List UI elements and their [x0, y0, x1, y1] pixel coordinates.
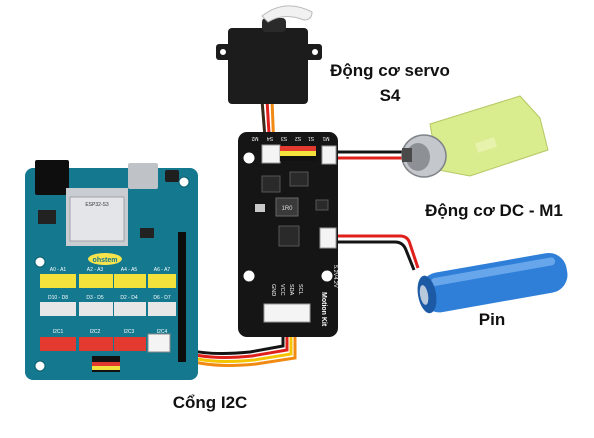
port-label-i2c2: I2C2: [90, 329, 101, 335]
port-label-d2: D2 - D4: [120, 295, 137, 301]
servo-header-labels: M2 S4 S3 S2 S1 M1: [251, 135, 329, 141]
bottom-pin-header-red: [92, 362, 120, 366]
esp32-shield: [69, 196, 125, 242]
board-side-text: Motion Kit: [320, 292, 327, 327]
pin-label-vcc: VCC: [279, 284, 285, 296]
controller-board: ESP32-S3 ohstem A0 - A1 A2 - A3 A4 - A5 …: [25, 160, 198, 380]
driver-mount-hole-1: [243, 152, 255, 164]
pin-label-scl: SCL: [297, 284, 303, 295]
analog-headers: A0 - A1 A2 - A3 A4 - A5 A6 - A7: [40, 267, 176, 288]
battery-terminal: [419, 285, 429, 305]
power-jack: [35, 160, 69, 195]
mount-hole-3: [34, 360, 46, 372]
port-label-i2c3: I2C3: [124, 329, 135, 335]
chip-3: [315, 199, 329, 211]
battery: [417, 252, 568, 314]
servo-body: [228, 28, 308, 104]
servo-header-red: [280, 146, 316, 151]
battery-highlight: [430, 257, 556, 286]
servo-mount-hole-2: [312, 49, 318, 55]
m1-connector: [321, 145, 337, 165]
pin-label-s2: S2: [295, 135, 301, 141]
port-label-i2c4: I2C4: [157, 329, 168, 335]
digital-headers: D10 - D8 D3 - D5 D2 - D4 D6 - D7: [40, 295, 176, 316]
pin-label-s4: S4: [267, 135, 273, 141]
driver-mount-hole-3: [321, 270, 333, 282]
i2c-pin-labels: GND VCC SDA SCL: [270, 284, 303, 296]
i2c4-connector: [147, 333, 171, 353]
servo-mount-hole-1: [220, 49, 226, 55]
gpio-pin-column: [178, 232, 186, 362]
motor-driver-board: M2 S4 S3 S2 S1 M1 1R0 5.2V4.2V GND VCC S…: [238, 132, 338, 337]
i2c-headers: I2C1 I2C2 I2C3 I2C4: [40, 329, 171, 353]
pin-label-sda: SDA: [288, 284, 294, 296]
dc-motor-wires: [335, 150, 408, 160]
servo-label-line2: S4: [379, 86, 401, 105]
dc-gear-motor: [401, 95, 549, 178]
battery-connector: [319, 227, 337, 249]
smd-component-1: [38, 210, 56, 224]
esp32-module-label: ESP32-S3: [85, 202, 109, 208]
dc-motor-label: Động cơ DC - M1: [425, 201, 563, 220]
pin-label-gnd: GND: [270, 284, 276, 296]
servo-motor: [216, 5, 322, 104]
gearbox-body: [429, 95, 549, 177]
bottom-pin-header-yellow: [92, 366, 120, 370]
pin-label-s1: S1: [308, 135, 314, 141]
i2c-port-label: Cổng I2C: [172, 393, 248, 412]
servo-header-black: [280, 156, 316, 161]
driver-mount-hole-2: [243, 270, 255, 282]
port-label-a6: A6 - A7: [154, 267, 171, 273]
port-label-a4: A4 - A5: [121, 267, 138, 273]
smd-resistor: [255, 204, 265, 212]
i2c-connector: [263, 303, 311, 323]
pin-label-m1: M1: [322, 135, 329, 141]
inductor: [275, 197, 299, 217]
pin-label-s3: S3: [281, 135, 287, 141]
gearbox-shaft: [474, 137, 498, 153]
brand-logo-text: ohstem: [93, 257, 118, 264]
chip-1: [261, 175, 281, 193]
port-label-i2c1: I2C1: [53, 329, 64, 335]
port-label-a2: A2 - A3: [87, 267, 104, 273]
usb-port: [128, 163, 158, 189]
servo-label-line1: Động cơ servo: [330, 61, 450, 80]
battery-voltage-text: 5.2V4.2V: [332, 265, 338, 288]
brand-logo: [88, 253, 122, 265]
motor-terminal: [402, 148, 412, 162]
servo-horn: [261, 5, 313, 23]
port-label-d3: D3 - D5: [86, 295, 103, 301]
inductor-label: 1R0: [281, 206, 293, 212]
battery-wires: [336, 234, 420, 271]
port-label-d6: D6 - D7: [153, 295, 170, 301]
servo-header-yellow: [280, 151, 316, 156]
reset-button: [165, 170, 179, 182]
chip-2: [289, 171, 309, 187]
port-label-a0: A0 - A1: [50, 267, 67, 273]
mount-hole-1: [34, 256, 46, 268]
pin-label-m2: M2: [251, 135, 258, 141]
battery-label: Pin: [478, 310, 506, 329]
mount-hole-2: [178, 176, 190, 188]
port-label-d10: D10 - D8: [48, 295, 68, 301]
driver-ic: [278, 225, 300, 247]
servo-header-connector: [261, 144, 281, 164]
smd-component-2: [140, 228, 154, 238]
